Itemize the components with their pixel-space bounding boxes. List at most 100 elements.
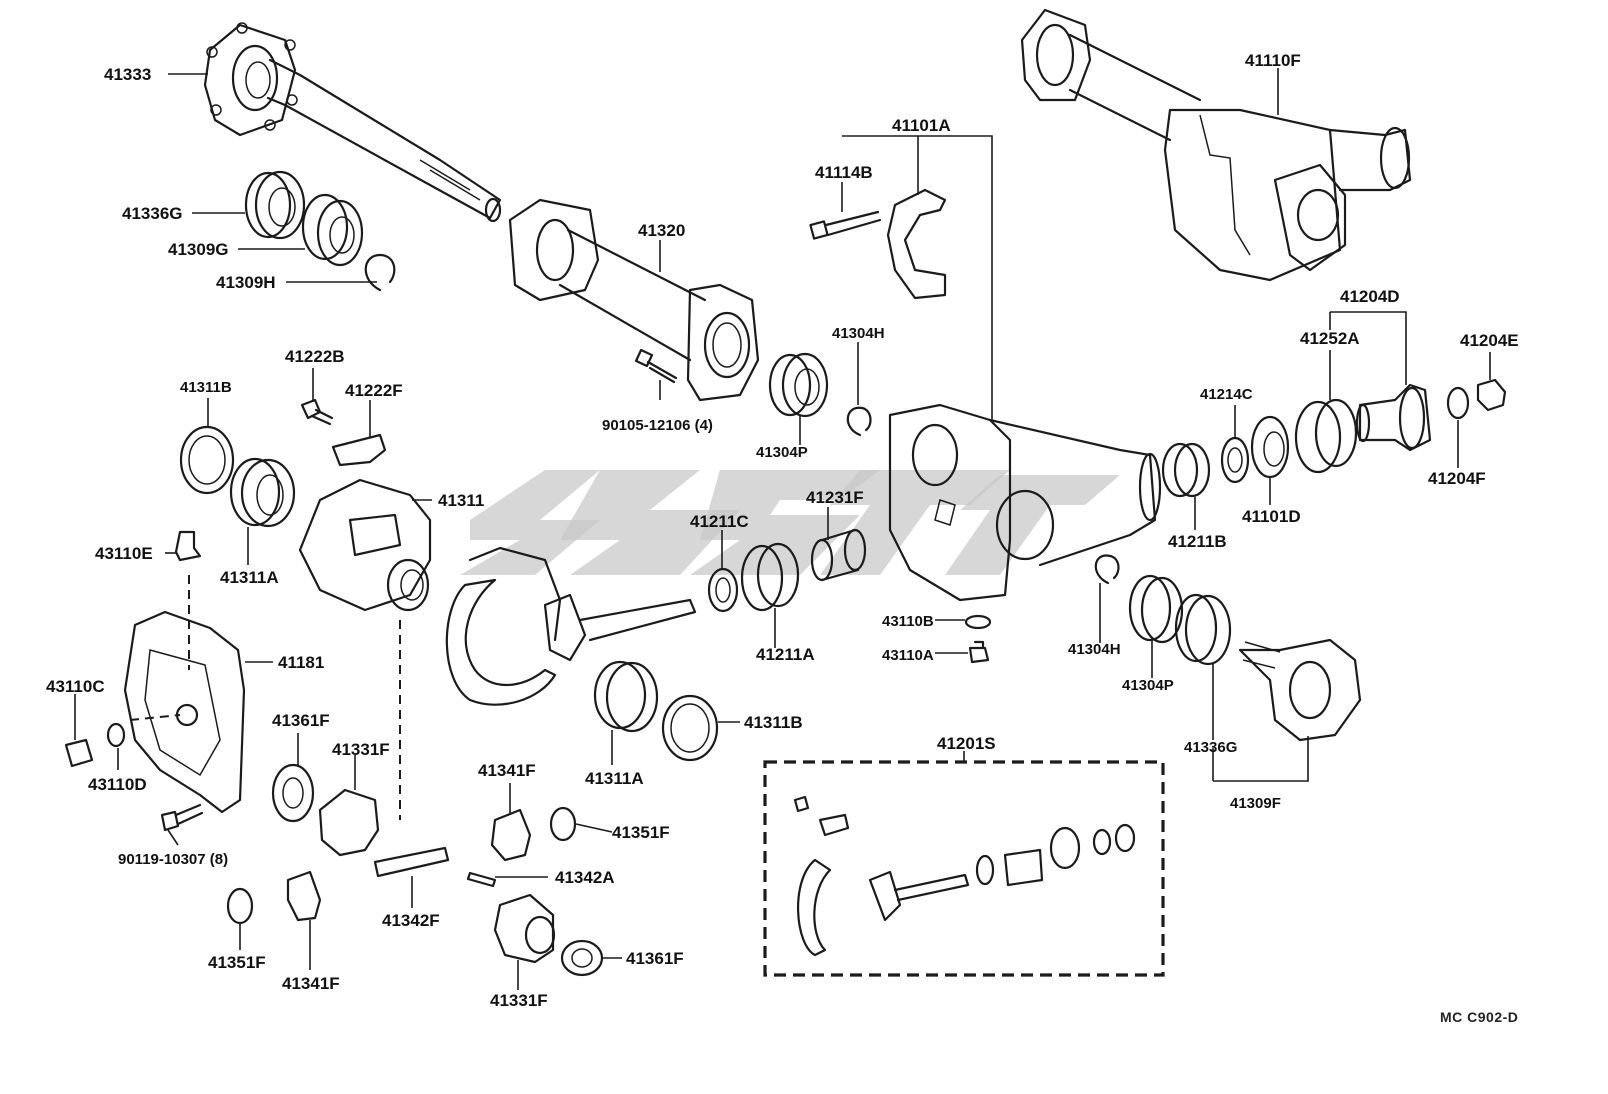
pinion-gear-41341F-left[interactable]	[286, 870, 322, 922]
plug-43110C[interactable]	[64, 738, 94, 768]
label-43110C[interactable]: 43110C	[46, 677, 105, 696]
carrier-case[interactable]	[888, 403, 1162, 602]
lock-plate-41222F[interactable]	[331, 433, 387, 467]
label-41320[interactable]: 41320	[638, 221, 685, 240]
carrier-assembly-41110F[interactable]	[1020, 8, 1412, 282]
label-90119[interactable]: 90119-10307 (8)	[118, 851, 228, 868]
axle-tube-41320[interactable]	[508, 198, 760, 402]
label-41309F[interactable]: 41309F	[1230, 795, 1281, 812]
side-gear-41331F-bottom[interactable]	[493, 893, 556, 964]
oil-seal-41252A[interactable]	[1294, 398, 1358, 474]
snap-ring-41304H-bottom[interactable]	[1094, 554, 1120, 585]
label-41101A[interactable]: 41101A	[892, 116, 951, 135]
bearing-cap-41101A[interactable]	[886, 188, 947, 300]
bearing-41211B[interactable]	[1161, 442, 1211, 498]
axle-shaft-right[interactable]	[1238, 638, 1362, 742]
snap-ring-41304H-top[interactable]	[846, 406, 872, 437]
bolt-90119[interactable]	[160, 803, 204, 832]
label-41309H[interactable]: 41309H	[216, 273, 276, 292]
label-41304P-top[interactable]: 41304P	[756, 444, 808, 461]
label-41304H-top[interactable]: 41304H	[832, 325, 885, 342]
washer-41311B-top[interactable]	[179, 425, 235, 495]
label-41204F[interactable]: 41204F	[1428, 469, 1486, 488]
axle-shaft-41333[interactable]	[203, 22, 502, 223]
oil-slinger-41101D[interactable]	[1250, 415, 1290, 479]
label-41342F[interactable]: 41342F	[382, 911, 440, 930]
label-41101D[interactable]: 41101D	[1242, 507, 1301, 526]
label-41114B[interactable]: 41114B	[815, 163, 873, 182]
ring-gear-pinion[interactable]	[445, 546, 697, 706]
pinion-shaft-41342F[interactable]	[373, 846, 450, 878]
label-41211C[interactable]: 41211C	[690, 512, 749, 531]
thrust-washer-41361F-right[interactable]	[560, 939, 604, 977]
label-41336G-bottom[interactable]: 41336G	[1184, 739, 1237, 756]
label-41311A-left[interactable]: 41311A	[220, 568, 279, 587]
washer-43110B[interactable]	[964, 614, 992, 630]
bolt-90105[interactable]	[634, 348, 678, 384]
label-41222B[interactable]: 41222B	[285, 347, 345, 366]
label-41181[interactable]: 41181	[278, 653, 324, 672]
label-41361F-right[interactable]: 41361F	[626, 949, 684, 968]
label-41342A[interactable]: 41342A	[555, 868, 615, 887]
breather-43110E[interactable]	[174, 530, 202, 562]
washer-41311B-mid[interactable]	[661, 694, 719, 762]
label-41333[interactable]: 41333	[104, 65, 151, 84]
label-41341F-left[interactable]: 41341F	[282, 974, 340, 993]
label-90105[interactable]: 90105-12106 (4)	[602, 417, 713, 434]
snap-ring-41309H[interactable]	[364, 253, 396, 292]
gasket-43110D[interactable]	[106, 722, 126, 748]
bearing-41336G-bottom[interactable]	[1174, 593, 1232, 666]
label-41211B[interactable]: 41211B	[1168, 532, 1227, 551]
label-41351F-left[interactable]: 41351F	[208, 953, 266, 972]
label-41204E[interactable]: 41204E	[1460, 331, 1519, 350]
label-41211A[interactable]: 41211A	[756, 645, 815, 664]
washer-41204F[interactable]	[1446, 386, 1470, 420]
washer-41211C[interactable]	[707, 567, 739, 613]
label-41311A-mid[interactable]: 41311A	[585, 769, 644, 788]
label-41214C[interactable]: 41214C	[1200, 386, 1253, 403]
label-41231F[interactable]: 41231F	[806, 488, 864, 507]
label-41311B-mid[interactable]: 41311B	[744, 713, 803, 732]
label-41336G-top[interactable]: 41336G	[122, 204, 183, 223]
label-41341F-mid[interactable]: 41341F	[478, 761, 536, 780]
thrust-washer-41351F-left[interactable]	[226, 887, 254, 925]
side-gear-41331F-left[interactable]	[318, 788, 380, 857]
label-41331F-bottom[interactable]: 41331F	[490, 991, 548, 1010]
label-41331F-left[interactable]: 41331F	[332, 740, 390, 759]
label-41351F-right[interactable]: 41351F	[612, 823, 670, 842]
label-41252A[interactable]: 41252A	[1300, 329, 1360, 348]
label-41110F[interactable]: 41110F	[1245, 51, 1301, 70]
oil-seal-41304P-top[interactable]	[768, 352, 829, 418]
bearing-41309G[interactable]	[301, 193, 364, 267]
label-41361F-left[interactable]: 41361F	[272, 711, 330, 730]
label-43110B[interactable]: 43110B	[882, 613, 934, 630]
label-41201S[interactable]: 41201S	[937, 734, 996, 753]
companion-flange-41204D[interactable]	[1355, 383, 1432, 452]
label-41311B-top[interactable]: 41311B	[180, 379, 232, 396]
label-41222F[interactable]: 41222F	[345, 381, 403, 400]
kit-41201S-box[interactable]	[763, 760, 1165, 977]
label-41304P-bottom[interactable]: 41304P	[1122, 677, 1174, 694]
bolt-41114B[interactable]	[809, 210, 882, 240]
label-43110D[interactable]: 43110D	[88, 775, 147, 794]
diff-case-41311[interactable]	[298, 478, 432, 612]
pin-41342A[interactable]	[466, 871, 497, 888]
label-43110A[interactable]: 43110A	[882, 647, 934, 664]
label-41204D[interactable]: 41204D	[1340, 287, 1400, 306]
pinion-gear-41341F-mid[interactable]	[490, 808, 532, 862]
plug-43110A[interactable]	[968, 640, 990, 664]
nut-41204E[interactable]	[1476, 378, 1507, 412]
bearing-41211A[interactable]	[740, 542, 800, 612]
bearing-41336G-top[interactable]	[244, 170, 306, 240]
thrust-washer-41361F-left[interactable]	[271, 763, 315, 823]
label-41311[interactable]: 41311	[438, 491, 484, 510]
label-43110E[interactable]: 43110E	[95, 544, 153, 563]
thrust-washer-41351F-right[interactable]	[549, 806, 577, 842]
label-41304H-bottom[interactable]: 41304H	[1068, 641, 1121, 658]
bearing-41311A-mid[interactable]	[593, 660, 659, 733]
bearing-41311A-left[interactable]	[229, 457, 296, 528]
bolt-41222B[interactable]	[300, 398, 334, 426]
spacer-41214C[interactable]	[1220, 436, 1250, 484]
oil-seal-41304P-bottom[interactable]	[1128, 574, 1184, 644]
label-41309G[interactable]: 41309G	[168, 240, 229, 259]
